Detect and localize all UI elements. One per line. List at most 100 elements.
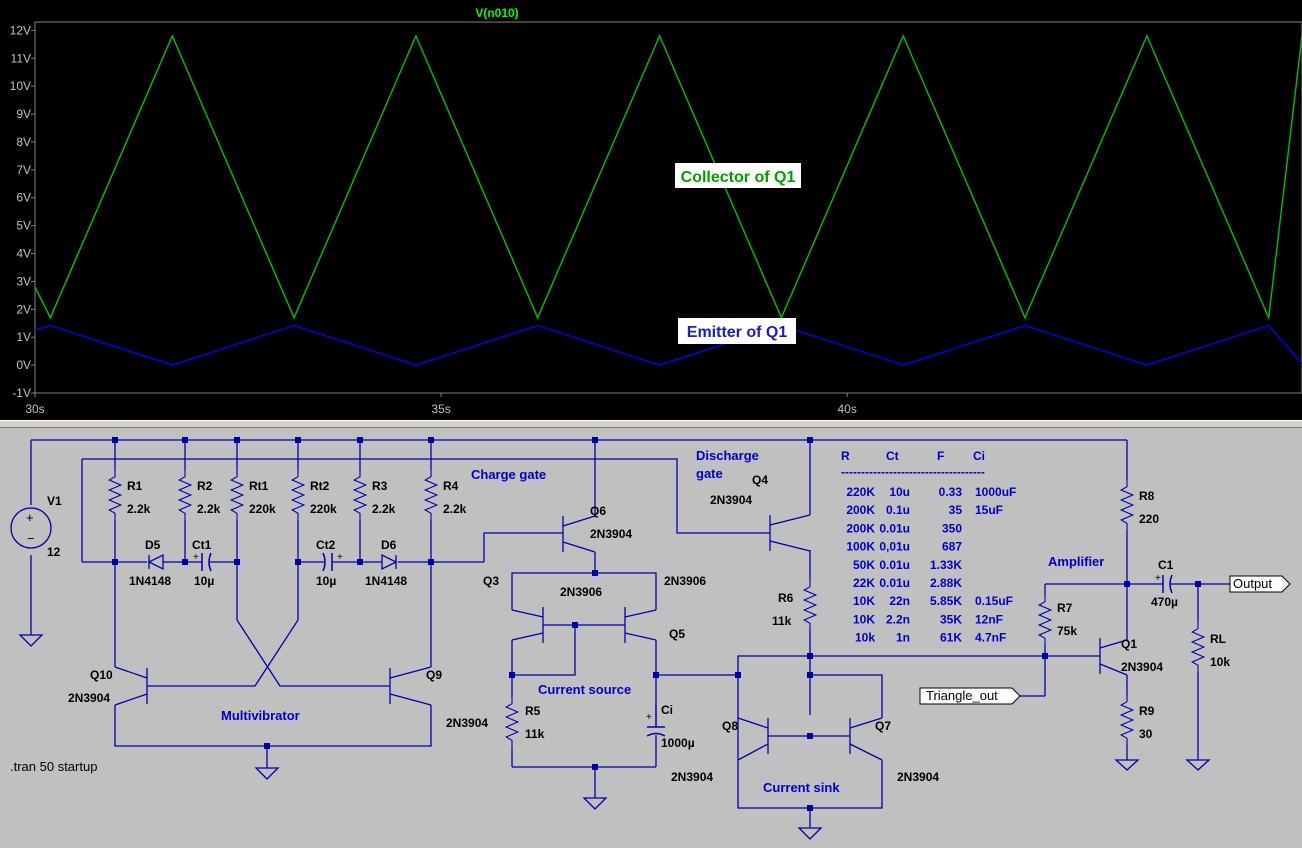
y-tick-label: 7V (16, 163, 31, 177)
ct2-name: Ct2 (316, 538, 336, 552)
r8-name: R8 (1139, 489, 1155, 503)
q8-name: Q8 (722, 719, 738, 733)
y-tick-label: 9V (16, 107, 31, 121)
q6-model: 2N3904 (590, 527, 632, 541)
y-tick-label: 10V (10, 79, 31, 93)
r4-value: 2.2k (443, 502, 467, 516)
table-cell: 35K (940, 612, 962, 626)
ct1-name: Ct1 (192, 538, 212, 552)
emitter-trace[interactable] (34, 324, 1302, 366)
svg-text:+: + (646, 712, 652, 723)
svg-text:+: + (26, 510, 34, 525)
pane-splitter[interactable] (0, 420, 1302, 428)
y-tick-label: 3V (16, 274, 31, 288)
collector-trace[interactable] (34, 34, 1302, 321)
schematic-canvas[interactable]: ++ ++ + − Output Triangl (0, 428, 1302, 843)
capacitors (201, 552, 1173, 737)
table-cell: 1.33K (930, 558, 962, 572)
current-source-label: Current source (538, 682, 631, 697)
q10-model: 2N3904 (68, 691, 110, 705)
q10-name: Q10 (90, 668, 113, 682)
table-cell: 22n (889, 594, 910, 608)
ct1-value: 10µ (194, 574, 214, 588)
amplifier-label: Amplifier (1048, 554, 1104, 569)
q3-model: 2N3906 (560, 585, 602, 599)
table-header-cell: Ci (973, 449, 985, 463)
y-tick-label: 4V (16, 247, 31, 261)
rt1-name: Rt1 (249, 479, 269, 493)
table-cell: 10u (889, 485, 910, 499)
table-cell: 15uF (975, 503, 1003, 517)
table-cell: 1000uF (975, 485, 1016, 499)
q9-name: Q9 (426, 668, 442, 682)
emitter-annotation: Emitter of Q1 (687, 324, 788, 341)
table-header-cell: Ct (886, 449, 899, 463)
plot-series (34, 34, 1302, 366)
schematic-pane[interactable]: ++ ++ + − Output Triangl (0, 428, 1302, 843)
r2-value: 2.2k (197, 502, 221, 516)
waveform-plot[interactable]: V(n010) 12V11V10V9V8V7V6V5V4V3V2V1V0V-1V… (0, 0, 1302, 420)
ct2-value: 10µ (316, 574, 336, 588)
r5-value: 11k (525, 727, 545, 741)
table-cell: 10k (855, 631, 875, 645)
rt2-value: 220k (310, 502, 337, 516)
table-cell: 61K (940, 631, 962, 645)
rt1-value: 220k (249, 502, 276, 516)
r5-side-model: 2N3904 (446, 716, 488, 730)
c1-value: 470µ (1151, 595, 1178, 609)
table-cell: 5.85K (930, 594, 962, 608)
v1-value: 12 (47, 545, 61, 559)
svg-text:+: + (193, 552, 199, 563)
table-cell: 2.2n (886, 612, 910, 626)
r2-name: R2 (197, 479, 213, 493)
svg-text:+: + (337, 552, 343, 563)
r7-value: 75k (1057, 624, 1077, 638)
x-tick-label: 30s (25, 402, 44, 416)
table-cell: 687 (942, 540, 962, 554)
q1-model: 2N3904 (1121, 660, 1163, 674)
r6-name: R6 (778, 591, 794, 605)
rl-name: RL (1210, 632, 1226, 646)
table-cell: 0.15uF (975, 594, 1013, 608)
table-cell: 0.01u (879, 521, 910, 535)
component-labels: V1 12 R1 2.2k R2 2.2k Rt1 220k Rt2 220k … (10, 473, 1230, 784)
q5-name: Q5 (669, 627, 685, 641)
q5-model: 2N3906 (664, 574, 706, 588)
table-cell: 350 (942, 521, 962, 535)
x-tick-label: 35s (431, 402, 450, 416)
table-header-cell: R (841, 449, 850, 463)
r4-name: R4 (443, 479, 459, 493)
ci-name: Ci (661, 703, 673, 717)
collector-annotation-box (675, 163, 801, 188)
y-tick-label: 2V (16, 302, 31, 316)
r8-value: 220 (1139, 512, 1159, 526)
y-tick-label: 5V (16, 219, 31, 233)
r7-name: R7 (1057, 601, 1073, 615)
y-tick-label: -1V (12, 386, 31, 400)
port-output-label: Output (1233, 576, 1272, 591)
table-separator: ------------------------------------ (841, 465, 985, 479)
y-tick-label: 8V (16, 135, 31, 149)
svg-text:+: + (1155, 573, 1161, 584)
table-cell: 1n (896, 631, 910, 645)
port-triangle-out[interactable]: Triangle_out (919, 687, 1021, 705)
section-labels: Charge gate Discharge gate Amplifier Cur… (221, 448, 1104, 795)
q3-name: Q3 (483, 574, 499, 588)
table-cell: 2.88K (930, 576, 962, 590)
transistor-symbols (114, 514, 1128, 761)
d6-value: 1N4148 (365, 574, 407, 588)
current-sink-label: Current sink (763, 780, 840, 795)
trace-title[interactable]: V(n010) (475, 6, 518, 20)
table-cell: 0.33 (939, 485, 963, 499)
q8-model: 2N3904 (671, 770, 713, 784)
table-cell: 100K (846, 540, 875, 554)
rt2-name: Rt2 (310, 479, 330, 493)
port-output[interactable]: Output (1229, 575, 1291, 593)
r1-name: R1 (127, 479, 143, 493)
ci-value: 1000µ (661, 736, 695, 750)
voltage-source-v1[interactable]: + − (10, 507, 52, 549)
ground-symbols (18, 634, 1211, 840)
junctions (112, 437, 1201, 811)
